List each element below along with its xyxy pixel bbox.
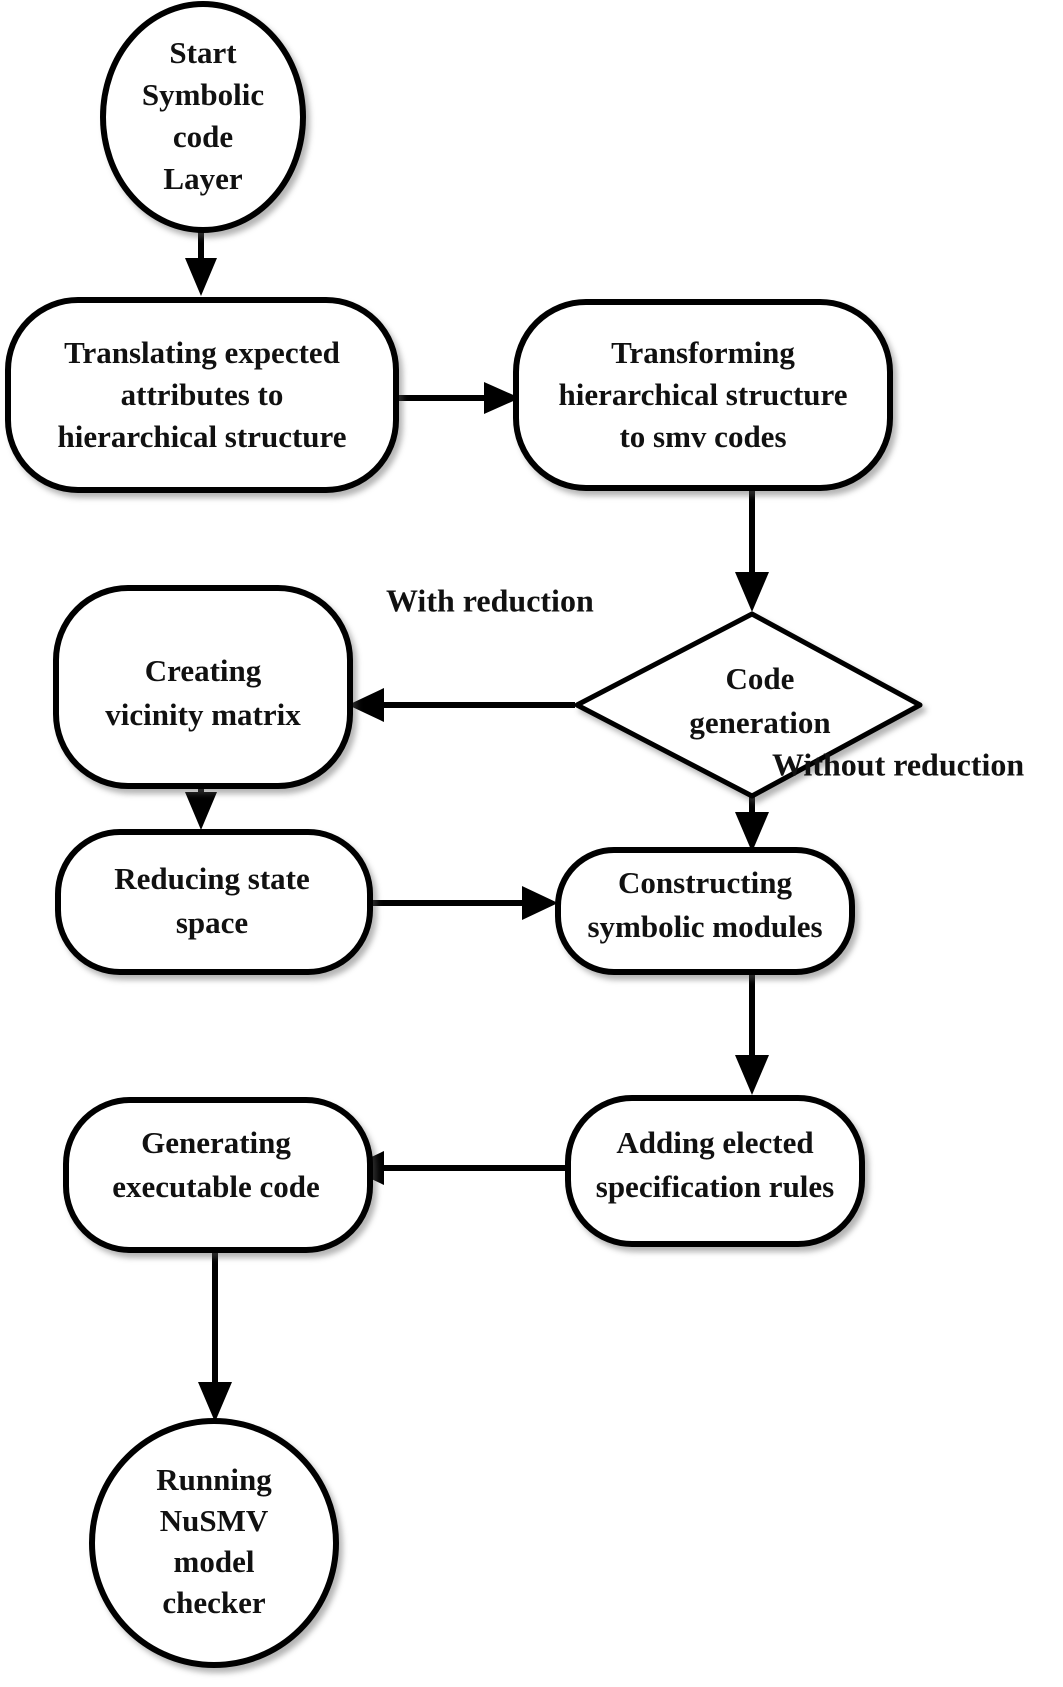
- node-reducing-line-1: Reducing state: [114, 861, 309, 896]
- node-vicinity-line-1: Creating: [145, 653, 262, 688]
- edge-decision-to-creating-vicinity: [348, 688, 575, 722]
- node-nusmv-line-2: NuSMV: [160, 1503, 269, 1538]
- node-reducing-line-2: space: [176, 905, 248, 940]
- node-decision-line-2: generation: [689, 705, 830, 740]
- node-start-line-1: Start: [169, 35, 237, 70]
- node-generating-executable-code[interactable]: Generating executable code: [63, 1097, 373, 1253]
- node-start-line-3: code: [173, 119, 233, 154]
- node-constructing-line-2: symbolic modules: [587, 909, 822, 944]
- node-adding-line-2: specification rules: [596, 1169, 835, 1204]
- node-transforming-line-3: to smv codes: [619, 419, 786, 454]
- node-decision-line-1: Code: [726, 661, 795, 696]
- edge-reducing-state-to-constructing: [370, 886, 558, 920]
- node-start-line-4: Layer: [163, 161, 242, 196]
- edge-label-with-reduction: With reduction: [386, 582, 594, 618]
- node-decision-code-generation[interactable]: Code generation: [574, 611, 923, 799]
- node-constructing-line-1: Constructing: [618, 865, 792, 900]
- edge-constructing-to-adding-rules: [735, 972, 769, 1095]
- edge-transforming-to-decision: [735, 488, 769, 612]
- node-generating-line-1: Generating: [141, 1125, 291, 1160]
- node-reducing-state-space[interactable]: Reducing state space: [55, 829, 373, 975]
- edge-creating-vicinity-to-reducing-state: [185, 786, 217, 830]
- node-translating-line-3: hierarchical structure: [58, 419, 347, 454]
- edge-adding-rules-to-generating-code: [348, 1151, 570, 1185]
- node-transforming-line-1: Transforming: [611, 335, 795, 370]
- node-nusmv-line-1: Running: [156, 1462, 272, 1497]
- node-running-nusmv-checker[interactable]: Running NuSMV model checker: [89, 1418, 339, 1668]
- edge-generating-code-to-running-nusmv: [198, 1250, 232, 1422]
- node-nusmv-line-4: checker: [162, 1585, 266, 1620]
- edge-label-without-reduction: Without reduction: [772, 746, 1024, 782]
- node-generating-line-2: executable code: [112, 1169, 319, 1204]
- node-transforming-line-2: hierarchical structure: [559, 377, 848, 412]
- edge-decision-to-constructing: [735, 796, 769, 852]
- node-adding-line-1: Adding elected: [616, 1125, 813, 1160]
- node-start[interactable]: Start Symbolic code Layer: [100, 1, 306, 233]
- node-nusmv-line-3: model: [174, 1544, 255, 1579]
- node-constructing-symbolic-modules[interactable]: Constructing symbolic modules: [555, 847, 855, 975]
- edge-start-to-translating: [185, 230, 217, 296]
- node-translating-attributes[interactable]: Translating expected attributes to hiera…: [5, 297, 399, 493]
- node-translating-line-2: attributes to: [121, 377, 284, 412]
- node-vicinity-line-2: vicinity matrix: [105, 697, 301, 732]
- node-adding-specification-rules[interactable]: Adding elected specification rules: [565, 1095, 865, 1247]
- node-start-line-2: Symbolic: [142, 77, 264, 112]
- node-translating-line-1: Translating expected: [64, 335, 340, 370]
- node-creating-vicinity-matrix[interactable]: Creating vicinity matrix: [53, 585, 353, 789]
- node-transforming-structure[interactable]: Transforming hierarchical structure to s…: [513, 299, 893, 491]
- edge-translating-to-transforming: [396, 382, 520, 414]
